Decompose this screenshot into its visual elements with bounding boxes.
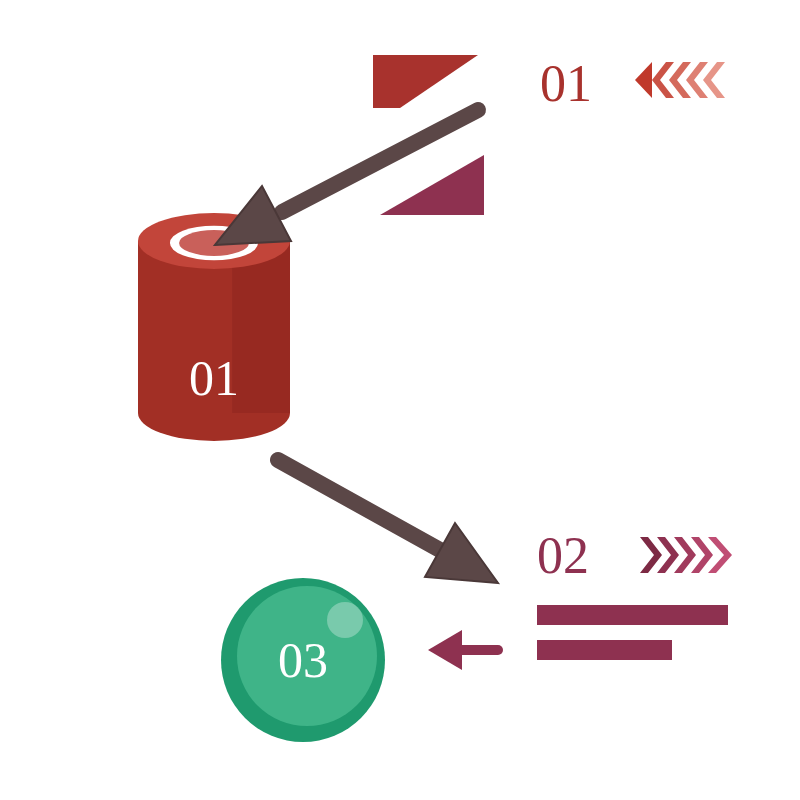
small-arrow-head [428,630,462,670]
callout-number: 02 [537,530,589,582]
cylinder-node: 01 [138,213,290,441]
arrow-shaft [278,460,440,550]
callout-number: 01 [540,58,592,110]
text-bar [537,605,728,625]
cylinder-shape [138,213,290,441]
red-banner [373,55,478,108]
small-arrow-shaft [458,645,498,655]
maroon-banner [380,155,484,215]
left-chevrons [635,62,725,98]
arrow-shaft [282,110,478,212]
arrow-head [215,186,291,245]
text-bar [537,640,672,660]
node-number: 01 [189,353,239,403]
sphere-node: 03 [221,578,385,742]
node-number: 03 [278,635,328,685]
arrow-head [425,523,498,583]
right-chevrons [640,537,732,573]
